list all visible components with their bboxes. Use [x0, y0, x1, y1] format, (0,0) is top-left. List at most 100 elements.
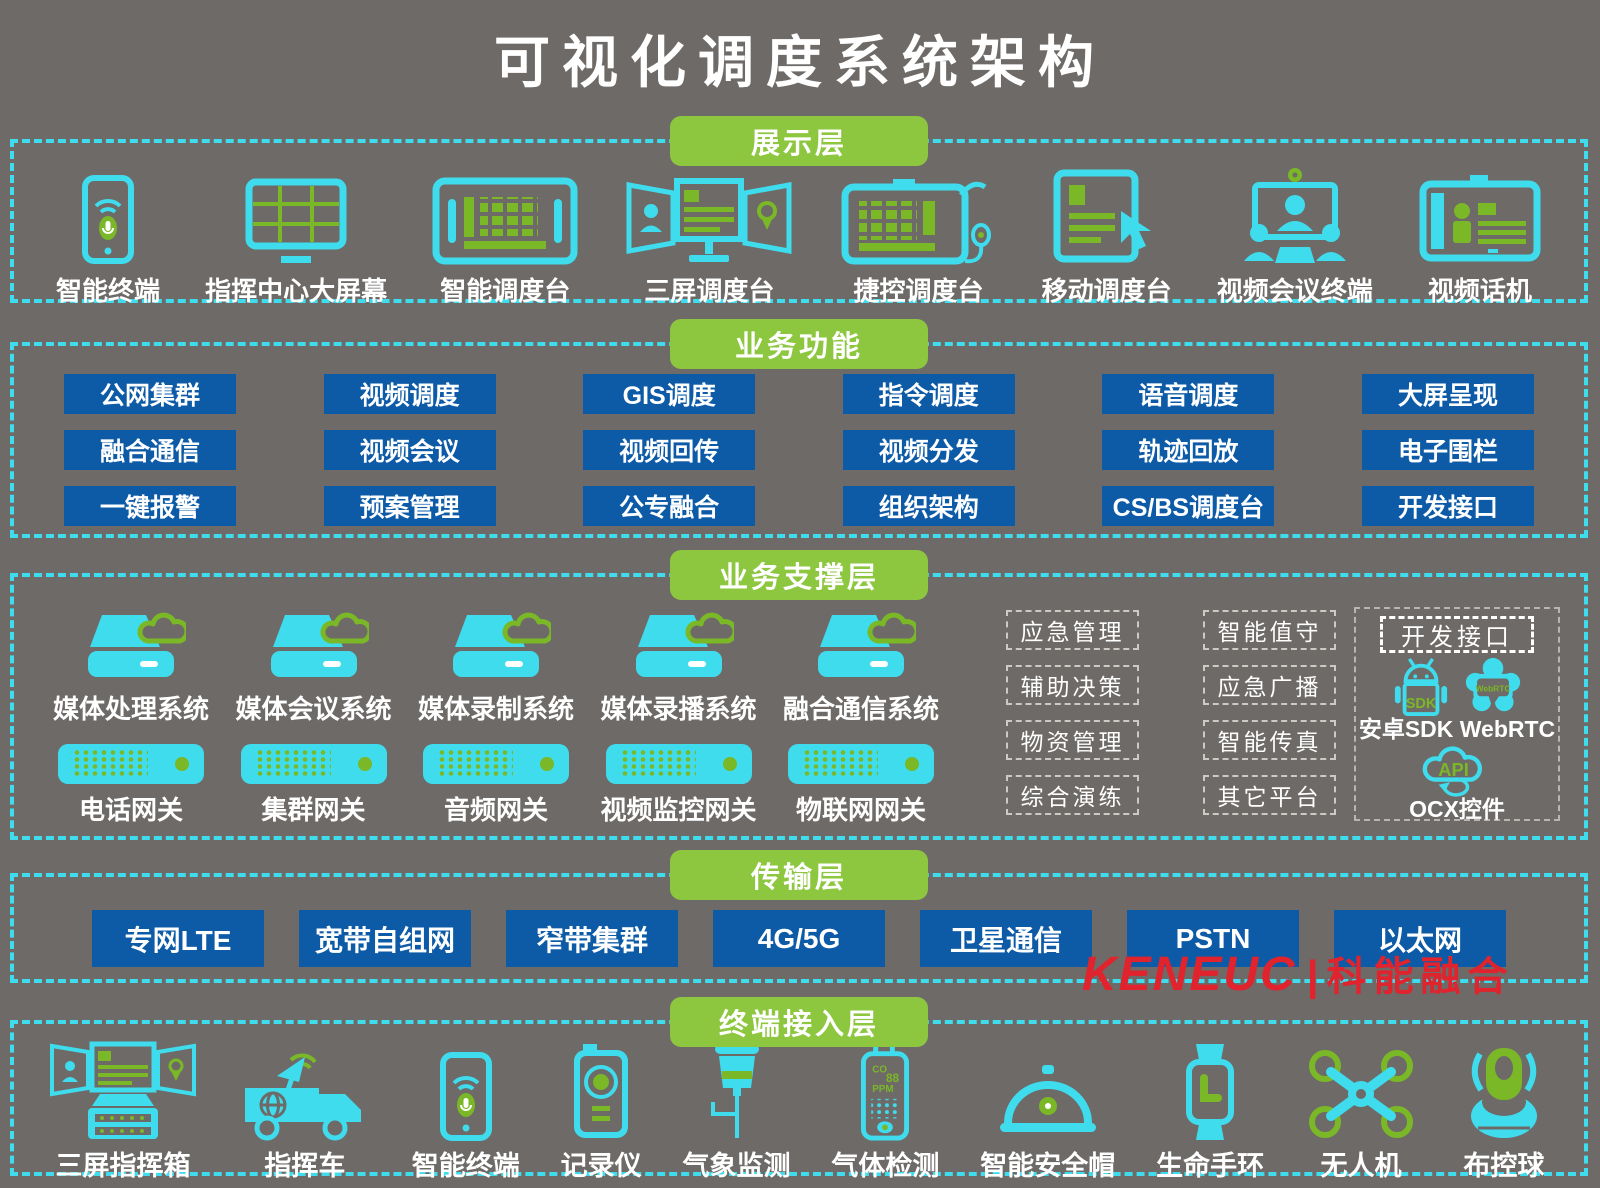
- function-button: 开发接口: [1361, 486, 1534, 526]
- keneuc-logo: KENEUC | 科能融合: [1082, 944, 1514, 1002]
- device-video-phone: 视频话机: [1418, 169, 1542, 308]
- function-button: 语音调度: [1102, 374, 1275, 414]
- svg-text:WebRTC: WebRTC: [1476, 684, 1511, 694]
- system-label: 媒体会议系统: [235, 694, 392, 724]
- dev-interface-title: 开发接口: [1380, 616, 1534, 653]
- module-box: 应急管理: [1006, 610, 1139, 650]
- presentation-layer: 展示层 智能终端: [10, 116, 1588, 306]
- server-cloud-icon: [806, 601, 916, 685]
- gateway-icon: [604, 742, 754, 786]
- system-label: 媒体录制系统: [417, 694, 574, 724]
- smart-terminal-icon: [439, 1038, 493, 1142]
- logo-name: 科能融合: [1326, 955, 1515, 999]
- sdk-caption: 安卓SDK WebRTC: [1358, 716, 1556, 742]
- transport-button: 窄带集群: [506, 910, 678, 967]
- svg-text:PPM: PPM: [873, 1084, 894, 1095]
- dev-interface-panel: 开发接口 SDK: [1354, 607, 1560, 821]
- gateway-icon: [421, 742, 571, 786]
- function-button: GIS调度: [583, 374, 756, 414]
- function-button: 融合通信: [64, 430, 236, 470]
- weather-station-icon: [691, 1038, 783, 1142]
- functions-layer: 业务功能 公网集群 视频调度 GIS调度 指令调度 语音调度 大屏呈现 融合通信…: [10, 319, 1588, 538]
- transport-button: PSTN: [1127, 910, 1299, 967]
- system-item: 媒体录播系统: [590, 601, 768, 726]
- device-label: 视频话机: [1427, 276, 1532, 306]
- terminal-label: 生命手环: [1156, 1151, 1265, 1181]
- gateway-label: 视频监控网关: [600, 795, 757, 825]
- transport-layer: 传输层 专网LTE 宽带自组网 窄带集群 4G/5G 卫星通信 PSTN 以太网: [10, 850, 1588, 983]
- systems-row: 媒体处理系统 媒体会议系统 媒体录制系统 媒体录播系统 融合通信系统: [42, 601, 950, 726]
- device-label: 三屏调度台: [644, 276, 775, 306]
- function-button: 视频分发: [842, 430, 1015, 470]
- module-box: 物资管理: [1006, 720, 1139, 760]
- terminal-layer-header: 终端接入层: [670, 997, 928, 1047]
- gateway-label: 音频网关: [443, 795, 548, 825]
- terminal-label: 布控球: [1463, 1151, 1545, 1181]
- terminal-label: 智能终端: [411, 1151, 520, 1181]
- transport-buttons: 专网LTE 宽带自组网 窄带集群 4G/5G 卫星通信 PSTN 以太网: [14, 877, 1584, 967]
- transport-button: 卫星通信: [920, 910, 1092, 967]
- device-mobile-console: 移动调度台: [1042, 169, 1172, 308]
- device-label: 智能终端: [56, 276, 161, 306]
- api-cloud-icon: API: [1415, 741, 1499, 797]
- presentation-layer-header: 展示层: [670, 116, 928, 166]
- terminal-label: 三屏指挥箱: [55, 1151, 191, 1181]
- system-item: 媒体录制系统: [407, 601, 585, 726]
- ptz-ball-icon: [1458, 1038, 1550, 1142]
- terminal-items: 三屏指挥箱: [14, 1024, 1584, 1183]
- gateway-item: 电话网关: [42, 742, 220, 827]
- terminal-layer: 终端接入层: [10, 997, 1588, 1181]
- svg-text:CO: CO: [873, 1064, 888, 1075]
- device-jet-control-console: 捷控调度台: [841, 169, 997, 308]
- terminal-smart-terminal: 智能终端: [412, 1038, 520, 1183]
- module-box: 辅助决策: [1006, 665, 1139, 705]
- command-box-icon: [48, 1038, 198, 1142]
- module-box: 智能传真: [1203, 720, 1336, 760]
- terminal-label: 指挥车: [264, 1151, 346, 1181]
- system-item: 媒体处理系统: [42, 601, 220, 726]
- server-cloud-icon: [441, 601, 551, 685]
- drone-icon: [1305, 1038, 1417, 1142]
- function-button: 视频会议: [323, 430, 496, 470]
- function-button: 一键报警: [64, 486, 236, 526]
- function-button: 视频回传: [583, 430, 756, 470]
- module-box: 综合演练: [1006, 775, 1139, 815]
- svg-text:88: 88: [886, 1072, 900, 1085]
- function-button: 大屏呈现: [1361, 374, 1534, 414]
- functions-layer-header: 业务功能: [670, 319, 928, 369]
- triple-screen-console-icon: [623, 169, 795, 265]
- terminal-command-truck: 指挥车: [239, 1038, 371, 1183]
- function-button: 轨迹回放: [1102, 430, 1275, 470]
- logo-brand: KENEUC: [1082, 948, 1297, 1001]
- terminal-label: 智能安全帽: [980, 1151, 1116, 1181]
- gateways-row: 电话网关 集群网关 音频网关 视频监控网关 物联网网关: [42, 742, 950, 827]
- terminal-weather-station: 气象监测: [683, 1038, 791, 1183]
- device-video-conference-terminal: 视频会议终端: [1217, 168, 1373, 308]
- device-smart-dispatch-console: 智能调度台: [432, 169, 578, 308]
- logo-divider: |: [1306, 952, 1319, 999]
- terminal-command-box: 三屏指挥箱: [48, 1038, 198, 1183]
- video-phone-icon: [1418, 169, 1542, 265]
- gas-detector-icon: CO 88 PPM: [852, 1038, 918, 1142]
- system-item: 媒体会议系统: [225, 601, 403, 726]
- command-truck-icon: [239, 1038, 371, 1142]
- smart-terminal-icon: [81, 169, 135, 265]
- device-smart-terminal: 智能终端: [56, 169, 160, 308]
- transport-layer-header: 传输层: [670, 850, 928, 900]
- module-box: 智能值守: [1203, 610, 1336, 650]
- terminal-life-band: 生命手环: [1156, 1038, 1264, 1183]
- device-label: 智能调度台: [440, 276, 571, 306]
- support-layer-header: 业务支撑层: [670, 550, 928, 600]
- server-cloud-icon: [624, 601, 734, 685]
- device-label: 捷控调度台: [853, 276, 984, 306]
- server-cloud-icon: [259, 601, 369, 685]
- jet-control-console-icon: [841, 169, 997, 265]
- function-button: 视频调度: [323, 374, 496, 414]
- device-triple-screen-console: 三屏调度台: [623, 169, 795, 308]
- terminal-label: 无人机: [1320, 1151, 1402, 1181]
- function-button: 公专融合: [583, 486, 756, 526]
- terminal-drone: 无人机: [1305, 1038, 1417, 1183]
- gateway-icon: [786, 742, 936, 786]
- support-layer: 业务支撑层 媒体处理系统 媒体会议系统 媒体录制系统 媒体录播系统: [10, 550, 1588, 840]
